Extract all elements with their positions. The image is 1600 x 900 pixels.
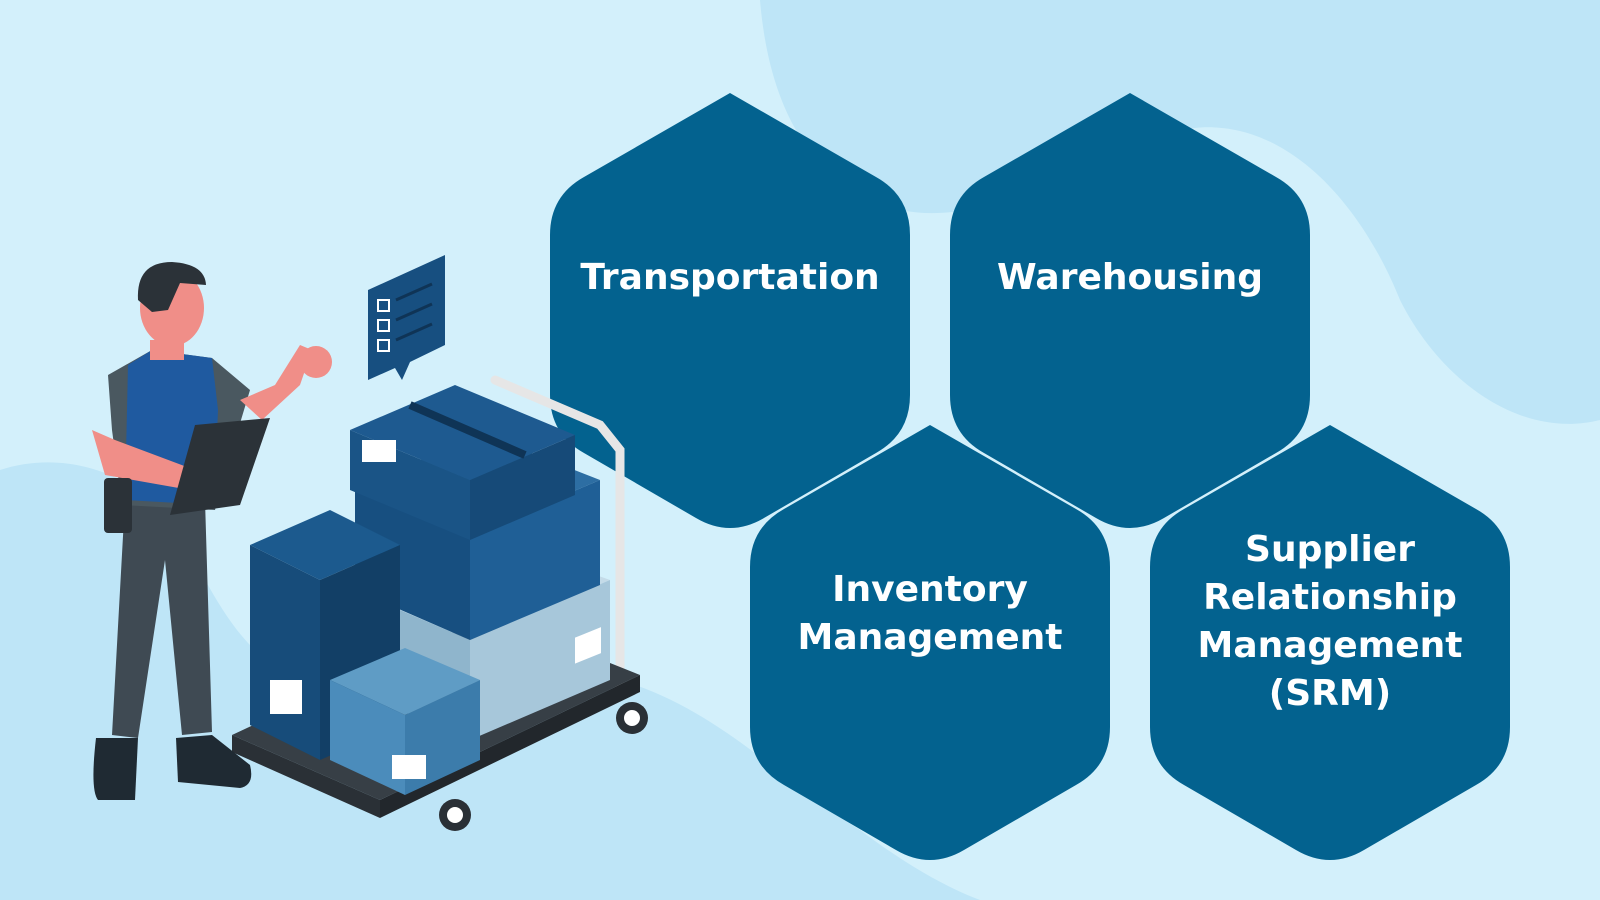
hexagon-warehousing [950,93,1310,528]
label-line: Relationship [1203,577,1457,618]
hexagon-transportation [550,93,910,528]
label-line: Management [797,617,1063,658]
barcode-label [392,755,426,779]
cart-wheel [439,799,471,831]
box-small [330,648,480,795]
hexagon-srm [1150,425,1510,860]
worker-shoe [93,738,138,800]
label-line: Management [1197,625,1463,666]
label-line: Inventory [832,569,1028,610]
label-line: (SRM) [1268,673,1392,714]
worker-hair [137,262,206,312]
hexagon-label-inventory-management: Inventory Management [780,566,1080,662]
worker-shoe [176,735,252,788]
barcode-label [270,680,302,714]
label-line: Transportation [580,257,880,298]
cart-wheel [616,702,648,734]
hexagon-label-transportation: Transportation [580,254,880,302]
box-top [350,385,575,540]
clipboard [170,418,270,515]
scanner-device [104,478,132,533]
checklist-icon [368,255,445,380]
hexagon-label-srm: Supplier Relationship Management (SRM) [1180,526,1480,718]
label-line: Supplier [1245,529,1415,570]
worker-leg [112,500,212,738]
worker-figure [92,262,332,800]
hexagon-inventory-management [750,425,1110,860]
background-blob-top-right [760,0,1600,424]
label-line: Warehousing [996,257,1264,298]
thumbs-up-hand [300,346,332,378]
worker-arm [240,345,312,420]
worker-arm [92,430,195,490]
barcode-label [362,440,396,462]
hexagon-label-warehousing: Warehousing [980,254,1280,302]
